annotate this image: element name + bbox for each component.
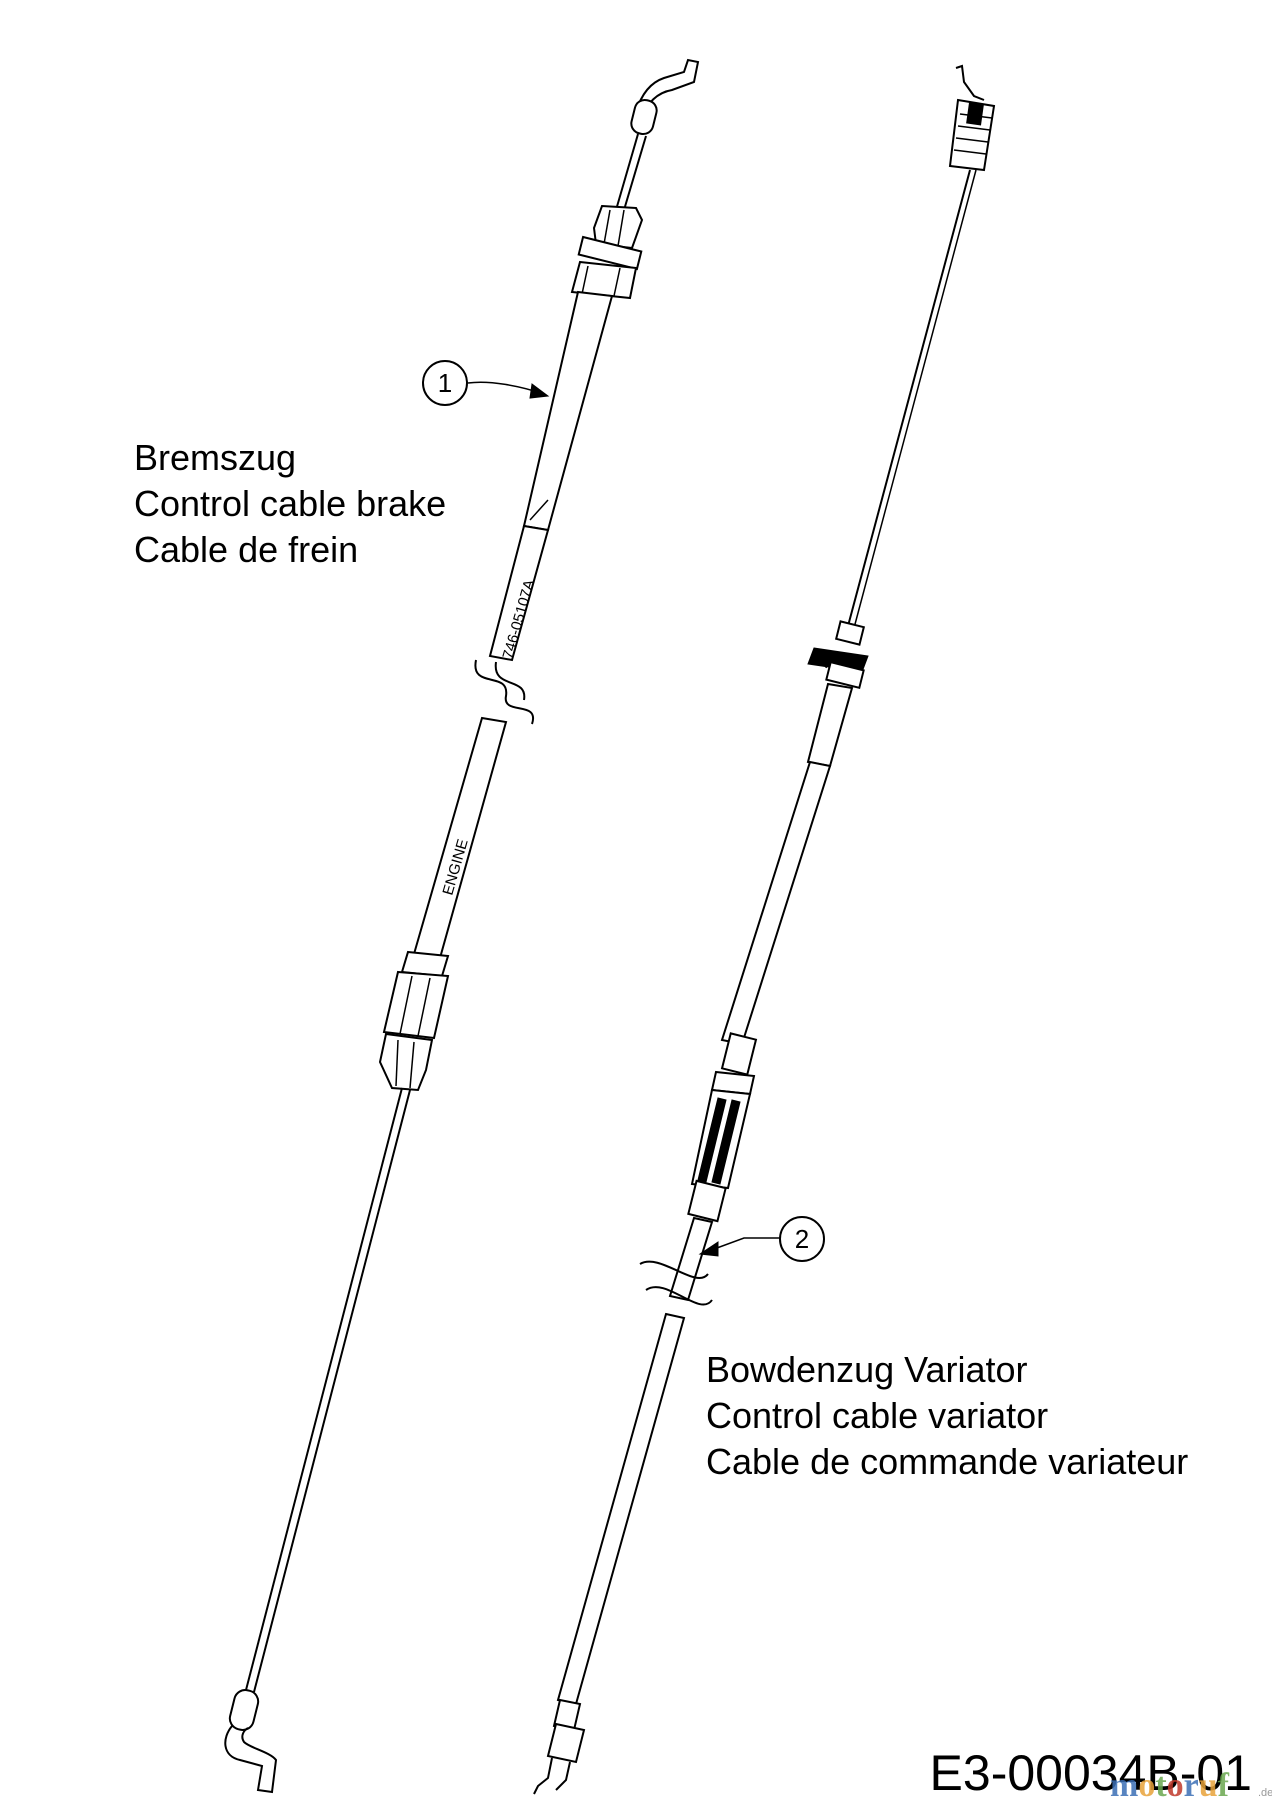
watermark-letter: t	[1155, 1767, 1167, 1800]
callout-1-number: 1	[438, 368, 452, 398]
brake-cable-lower-nut	[382, 970, 450, 1040]
callout-2-leader	[705, 1237, 780, 1253]
variator-cable-mid-ferrule	[720, 1032, 758, 1076]
brake-cable-labels: Bremszug Control cable brake Cable de fr…	[134, 437, 446, 570]
brake-cable-lower-clip	[378, 1032, 434, 1092]
brake-cable-label-fr: Cable de frein	[134, 529, 358, 570]
watermark-text: motoruf	[1110, 1767, 1230, 1800]
watermark-suffix: .de	[1258, 1787, 1272, 1799]
brake-cable-top-clip	[592, 204, 644, 250]
watermark-letter: o	[1138, 1767, 1155, 1800]
variator-cable-bottom-hook	[533, 1757, 553, 1795]
document-number: E3-00034B-01	[930, 1745, 1252, 1800]
variator-cable	[533, 64, 996, 1795]
brake-cable-label-en: Control cable brake	[134, 483, 446, 524]
variator-cable-upper-sleeve	[806, 682, 854, 768]
variator-cable-bottom-clip	[546, 1722, 586, 1764]
callout-2: 2	[698, 1216, 825, 1262]
brake-cable-top-crimp	[630, 98, 658, 136]
callout-2-number: 2	[795, 1224, 809, 1254]
variator-cable-label-fr: Cable de commande variateur	[706, 1441, 1188, 1482]
variator-cable-casing-lower	[556, 1312, 686, 1706]
variator-cable-label-en: Control cable variator	[706, 1395, 1048, 1436]
variator-cable-labels: Bowdenzug Variator Control cable variato…	[706, 1349, 1188, 1482]
brake-cable: 746-05107A ENGINE	[224, 58, 700, 1794]
variator-cable-break-mark	[639, 1260, 709, 1279]
brake-cable-top-ferrule	[577, 235, 643, 271]
brake-cable-break-mark	[474, 659, 535, 725]
brake-cable-casing-upper	[522, 290, 614, 532]
watermark-letter: f	[1218, 1767, 1230, 1800]
brake-cable-label-de: Bremszug	[134, 437, 296, 478]
watermark-logo: motoruf .de	[1110, 1767, 1272, 1800]
watermark-letter: r	[1184, 1767, 1199, 1800]
variator-cable-top-end	[955, 64, 985, 101]
watermark-letter: m	[1110, 1767, 1138, 1800]
watermark-letter: u	[1199, 1767, 1218, 1800]
variator-cable-label-de: Bowdenzug Variator	[706, 1349, 1028, 1390]
brake-cable-casing-lower	[412, 716, 508, 960]
callout-1: 1	[422, 360, 550, 406]
brake-cable-bottom-crimp	[228, 1689, 260, 1731]
watermark-letter: o	[1167, 1767, 1184, 1800]
brake-cable-bottom-hook	[224, 1725, 278, 1794]
variator-cable-casing-upper	[720, 760, 832, 1046]
